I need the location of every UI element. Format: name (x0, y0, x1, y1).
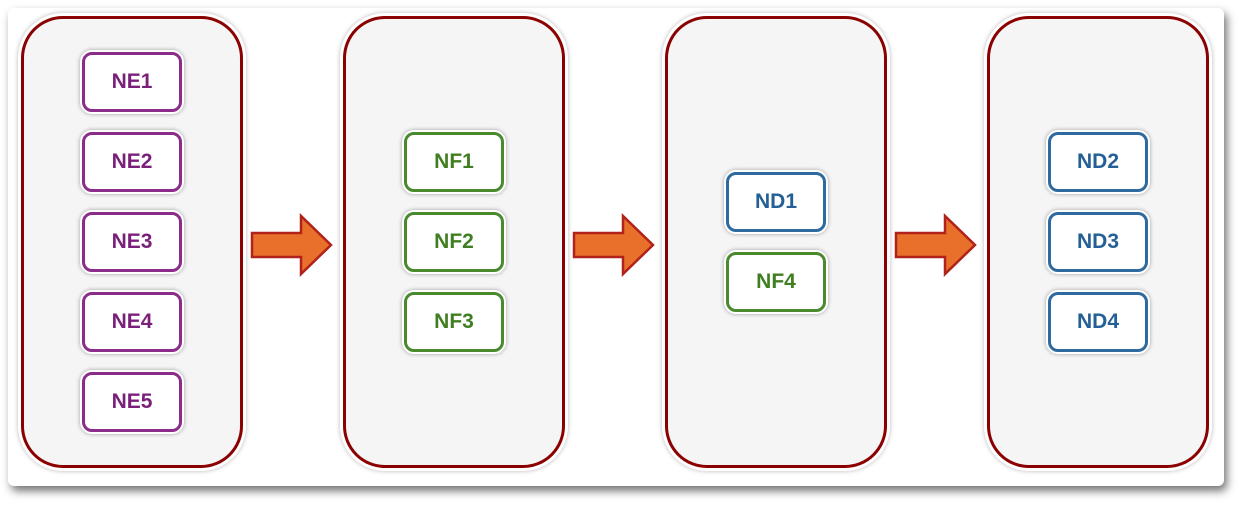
node-nd1: ND1 (726, 172, 826, 232)
node-nd2: ND2 (1048, 132, 1148, 192)
node-nf2: NF2 (404, 212, 504, 272)
node-nf3: NF3 (404, 292, 504, 352)
node-ne3: NE3 (82, 212, 182, 272)
node-ne2: NE2 (82, 132, 182, 192)
node-nd3: ND3 (1048, 212, 1148, 272)
flow-arrow-1 (250, 213, 333, 277)
node-nf1: NF1 (404, 132, 504, 192)
node-ne1: NE1 (82, 52, 182, 112)
node-ne4: NE4 (82, 292, 182, 352)
node-ne5: NE5 (82, 372, 182, 432)
node-nf4: NF4 (726, 252, 826, 312)
node-nd4: ND4 (1048, 292, 1148, 352)
flow-arrow-3 (894, 213, 977, 277)
flow-arrow-2 (572, 213, 655, 277)
